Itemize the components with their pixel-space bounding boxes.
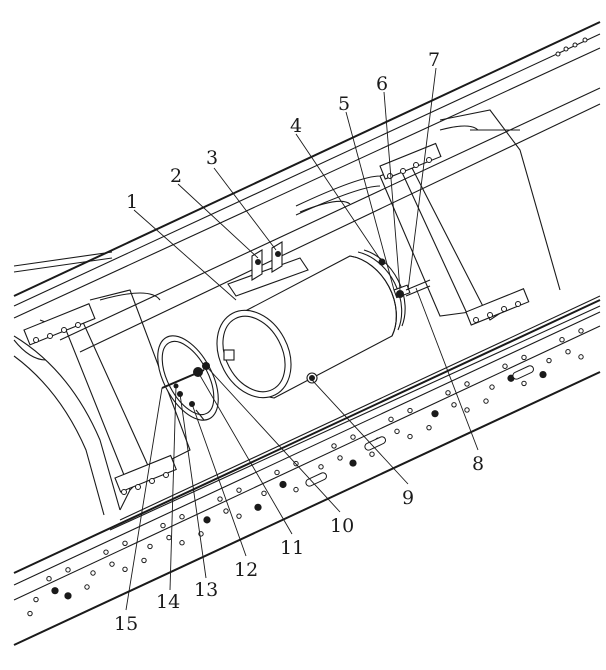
rail-hole (426, 424, 432, 431)
rail-hole (578, 328, 584, 334)
rail-hole (521, 354, 527, 361)
rail-hole (236, 513, 242, 519)
rail-hole (337, 455, 343, 461)
rail-hole (109, 561, 115, 567)
rail-hole (293, 486, 299, 493)
rail-hole (565, 349, 571, 355)
rail-hole (431, 410, 439, 418)
callout-7: 7 (428, 49, 440, 71)
rail-hole (539, 370, 547, 379)
mounting-bracket (227, 241, 309, 297)
rail-hole (546, 357, 552, 364)
rail-hole (489, 384, 495, 390)
callout-14: 14 (156, 591, 180, 613)
rail-hole (407, 433, 413, 440)
rail-hole (141, 557, 147, 564)
air-tank (216, 249, 431, 399)
rail-hole (236, 487, 242, 493)
callout-15: 15 (114, 613, 138, 635)
cross-member-left (13, 289, 191, 516)
rail-hole (451, 402, 457, 408)
callout-13: 13 (194, 579, 218, 601)
callout-9: 9 (402, 487, 414, 509)
rail-hole (407, 407, 413, 414)
callout-1: 1 (126, 191, 138, 213)
rail-hole (217, 496, 223, 502)
callout-5: 5 (338, 93, 350, 115)
rail-hole (46, 575, 52, 582)
rail-hole (254, 503, 262, 511)
frame-upper-rail (13, 21, 601, 353)
rail-hole (274, 469, 280, 476)
rail-hole (502, 363, 508, 369)
rail-hole (203, 516, 211, 524)
callout-labels: 1 2 3 4 5 6 7 8 9 10 11 12 13 14 15 (114, 49, 484, 635)
callout-4: 4 (290, 115, 302, 137)
rail-hole (64, 592, 72, 600)
rail-hole (464, 381, 470, 387)
rail-hole (388, 416, 394, 423)
rail-hole (279, 480, 287, 489)
rail-hole (559, 337, 565, 343)
rail-hole (318, 464, 324, 470)
rail-hole (166, 534, 172, 541)
callout-2: 2 (170, 165, 182, 187)
rail-hole (179, 514, 185, 520)
rail-hole (160, 522, 166, 529)
frame-lower-rail (13, 295, 601, 646)
rail-hole (122, 540, 128, 546)
rail-hole (350, 434, 356, 440)
rail-hole (521, 380, 527, 387)
rail-hole (33, 596, 39, 603)
rail-hole (331, 443, 337, 449)
rail-hole (27, 610, 33, 617)
rail-hole (122, 566, 128, 572)
rail-hole (369, 451, 375, 457)
rail-hole (349, 459, 357, 467)
callout-10: 10 (330, 515, 354, 537)
rail-hole (394, 428, 400, 435)
rail-hole (578, 354, 584, 360)
rail-hole (483, 398, 489, 404)
callout-12: 12 (234, 559, 258, 581)
callout-11: 11 (280, 537, 304, 559)
rail-hole (179, 540, 185, 546)
rail-hole (445, 390, 451, 396)
rail-hole (84, 584, 90, 590)
rail-hole (261, 490, 267, 497)
rail-hole (464, 407, 470, 413)
rail-hole (223, 508, 229, 514)
rail-hole (51, 587, 59, 595)
callout-leaders (125, 67, 479, 611)
callout-8: 8 (472, 453, 484, 475)
rail-hole (90, 570, 96, 576)
rail-hole (65, 567, 71, 573)
rail-hole (103, 549, 109, 555)
callout-6: 6 (376, 73, 388, 95)
rail-hole (147, 543, 153, 550)
callout-3: 3 (206, 147, 218, 169)
